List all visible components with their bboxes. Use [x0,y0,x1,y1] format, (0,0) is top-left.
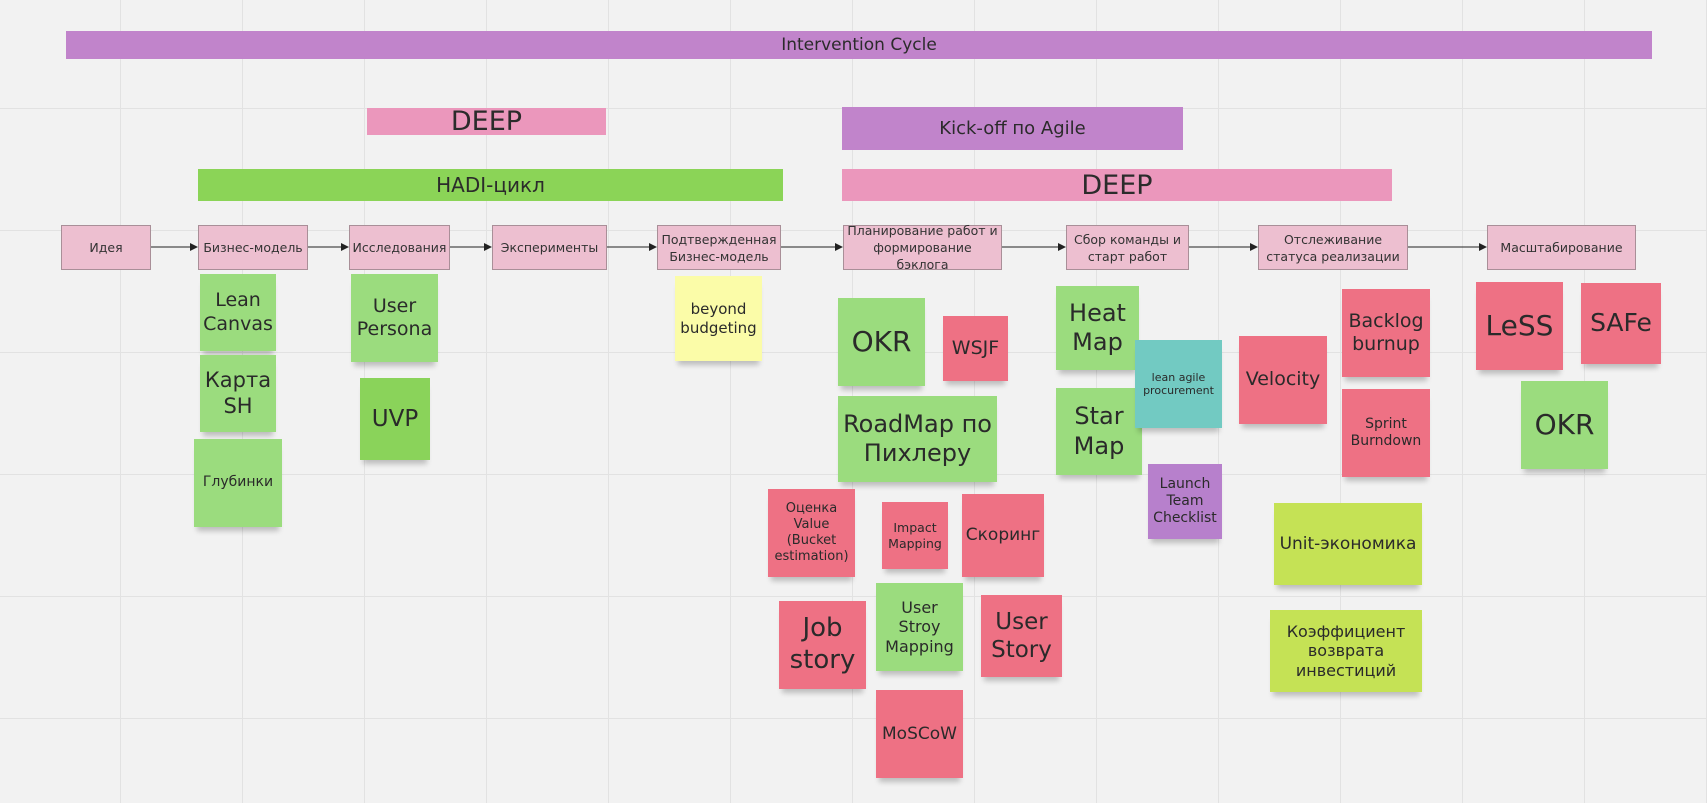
kickoff-agile-label: Kick-off по Agile [939,118,1086,139]
stage-experiments[interactable]: Эксперименты [492,225,607,270]
note-sprint-burndown[interactable]: Sprint Burndown [1342,389,1430,477]
deep-left-label: DEEP [450,106,523,137]
stage-business-model-label: Бизнес-модель [203,240,303,255]
note-scoring-text: Скоринг [965,525,1041,546]
note-job-story[interactable]: Job story [779,601,866,689]
note-moscow[interactable]: MoSCoW [876,690,963,778]
note-scoring[interactable]: Скоринг [962,494,1044,577]
deep-right-label: DEEP [1081,169,1153,201]
intervention-cycle-bar[interactable]: Intervention Cycle [66,31,1652,59]
stage-experiments-label: Эксперименты [500,240,599,255]
stage-confirmed-business-model-label: Подтвержденная Бизнес-модель [661,231,777,264]
stage-status-tracking-label: Отслеживание статуса реализации [1266,231,1400,264]
note-launch-team-checklist[interactable]: Launch Team Checklist [1148,464,1222,539]
note-roi[interactable]: Коэффициент возврата инвестиций [1270,610,1422,692]
note-safe[interactable]: SAFe [1581,283,1661,364]
stage-confirmed-business-model[interactable]: Подтвержденная Бизнес-модель [657,225,781,270]
note-user-story-mapping-text: User Stroy Mapping [885,597,954,656]
note-user-story-text: User Story [991,608,1052,663]
note-roadmap-pichler-text: RoadMap по Пихлеру [843,409,992,467]
note-user-story[interactable]: User Story [981,595,1062,677]
note-heat-map[interactable]: Heat Map [1056,286,1139,370]
note-star-map-text: Star Map [1073,402,1125,460]
stage-status-tracking[interactable]: Отслеживание статуса реализации [1258,225,1408,270]
note-heat-map-text: Heat Map [1069,298,1126,356]
note-wsjf-text: WSJF [951,336,1000,359]
note-okr-scaling[interactable]: OKR [1521,381,1608,469]
stage-research-label: Исследования [352,240,447,255]
note-value-estimation[interactable]: Оценка Value (Bucket estimation) [768,489,855,577]
deep-bar-left[interactable]: DEEP [367,106,606,137]
note-unit-economics-text: Unit-экономика [1279,533,1417,554]
hadi-cycle-label: HADI-цикл [436,173,545,197]
note-sprint-burndown-text: Sprint Burndown [1350,415,1422,449]
stage-planning-label: Планирование работ и формирование бэклог… [847,223,998,272]
note-job-story-text: Job story [789,613,856,675]
note-okr-scaling-text: OKR [1534,407,1595,441]
stage-idea-label: Идея [89,240,123,255]
note-moscow-text: MoSCoW [882,723,957,744]
stage-scaling-label: Масштабирование [1500,240,1623,255]
note-roi-text: Коэффициент возврата инвестиций [1286,621,1406,680]
kickoff-agile-bar[interactable]: Kick-off по Agile [842,107,1183,150]
stage-team-assembly[interactable]: Сбор команды и старт работ [1066,225,1189,270]
note-backlog-burnup-text: Backlog burnup [1348,309,1424,355]
note-beyond-budgeting[interactable]: beyond budgeting [675,276,762,361]
stage-team-assembly-label: Сбор команды и старт работ [1073,231,1182,264]
note-impact-mapping[interactable]: Impact Mapping [882,502,948,569]
stage-scaling[interactable]: Масштабирование [1487,225,1636,270]
note-lean-agile-procurement-text: lean agile procurement [1143,370,1214,397]
note-launch-team-checklist-text: Launch Team Checklist [1153,475,1217,527]
intervention-cycle-label: Intervention Cycle [781,35,937,55]
note-impact-mapping-text: Impact Mapping [888,520,942,551]
note-okr-planning[interactable]: OKR [838,298,925,386]
note-glubinki-text: Глубинки [202,474,274,491]
note-velocity-text: Velocity [1245,368,1321,391]
note-user-story-mapping[interactable]: User Stroy Mapping [876,583,963,671]
note-beyond-budgeting-text: beyond budgeting [680,300,757,337]
note-lean-canvas[interactable]: Lean Canvas [200,274,276,351]
note-velocity[interactable]: Velocity [1239,336,1327,424]
note-less-text: LeSS [1485,308,1554,342]
note-less[interactable]: LeSS [1476,282,1563,370]
stage-research[interactable]: Исследования [349,225,450,270]
deep-bar-right[interactable]: DEEP [842,169,1392,201]
note-uvp-text: UVP [371,405,419,432]
note-roadmap-pichler[interactable]: RoadMap по Пихлеру [838,396,997,482]
stage-planning[interactable]: Планирование работ и формирование бэклог… [843,223,1002,272]
note-uvp[interactable]: UVP [360,378,430,460]
stage-business-model[interactable]: Бизнес-модель [198,225,308,270]
note-unit-economics[interactable]: Unit-экономика [1274,503,1422,585]
note-wsjf[interactable]: WSJF [943,316,1008,381]
note-lean-canvas-text: Lean Canvas [203,289,273,335]
note-value-estimation-text: Оценка Value (Bucket estimation) [774,501,849,564]
note-user-persona-text: User Persona [356,294,433,340]
note-glubinki[interactable]: Глубинки [194,439,282,527]
note-karta-sh-text: Карта SH [204,367,272,418]
hadi-cycle-bar[interactable]: HADI-цикл [198,169,783,201]
note-safe-text: SAFe [1590,308,1652,338]
note-karta-sh[interactable]: Карта SH [200,355,276,432]
note-user-persona[interactable]: User Persona [351,274,438,362]
note-backlog-burnup[interactable]: Backlog burnup [1342,289,1430,377]
note-lean-agile-procurement[interactable]: lean agile procurement [1135,340,1222,428]
note-okr-planning-text: OKR [851,324,912,358]
note-star-map[interactable]: Star Map [1056,388,1142,475]
stage-idea[interactable]: Идея [61,225,151,270]
